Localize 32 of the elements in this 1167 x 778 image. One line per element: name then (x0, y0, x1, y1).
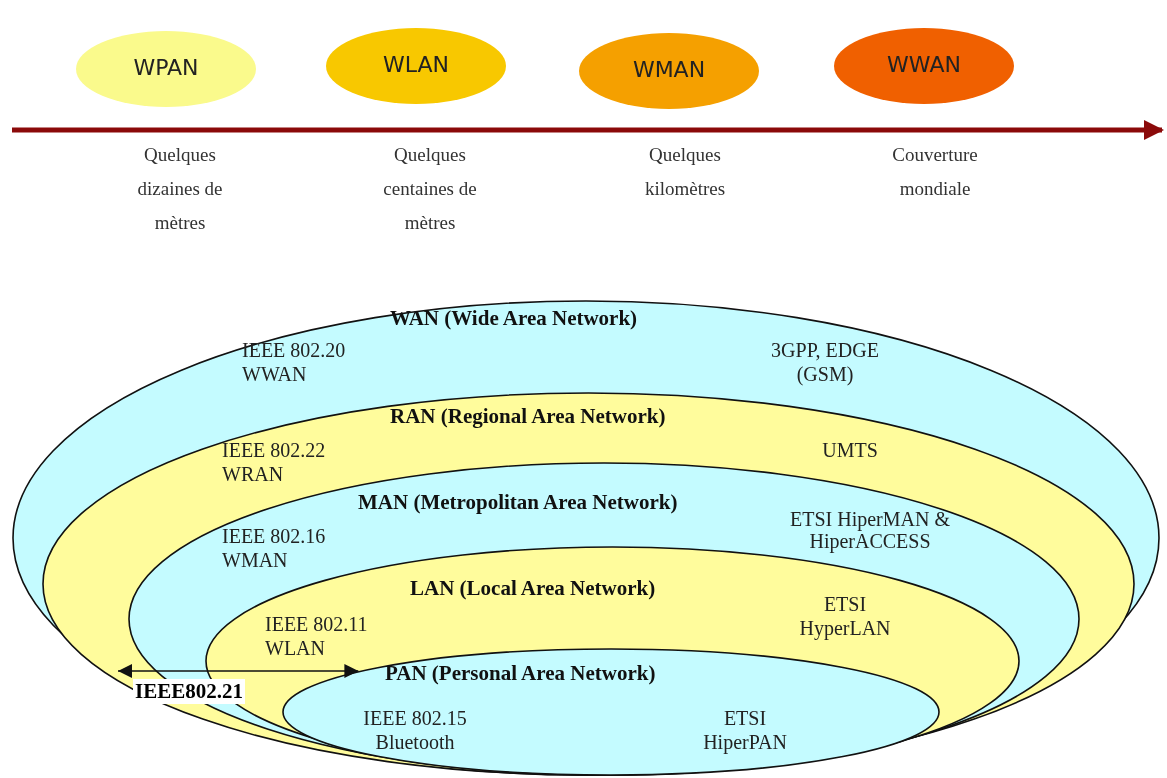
network-title: RAN (Regional Area Network) (390, 404, 666, 428)
range-caption: Couverture mondiale (891, 143, 979, 201)
standard-label: UMTS (821, 438, 879, 462)
network-ellipse (128, 462, 1080, 776)
range-ellipse (578, 32, 760, 110)
network-type-label: WLAN (382, 53, 450, 77)
edge-label: IEEE802.21 (133, 679, 245, 704)
range-caption: Quelques kilomètres (643, 143, 727, 201)
network-title: MAN (Metropolitan Area Network) (358, 490, 678, 514)
network-ellipse (12, 300, 1160, 776)
standard-label: IEEE 802.11 WLAN (265, 612, 369, 660)
range-ellipse (75, 30, 257, 108)
network-ellipse (42, 392, 1135, 776)
standard-label: IEEE 802.20 WWAN (242, 338, 347, 386)
standard-label: ETSI HyperLAN (798, 592, 892, 640)
network-title: LAN (Local Area Network) (410, 576, 656, 600)
range-ellipse (325, 27, 507, 105)
network-title: PAN (Personal Area Network) (385, 661, 656, 685)
range-caption: Quelques dizaines de mètres (136, 143, 224, 235)
double-arrow (117, 664, 360, 678)
network-title: WAN (Wide Area Network) (390, 306, 638, 330)
standard-label: ETSI HiperPAN (702, 706, 788, 754)
standard-label: IEEE 802.16 WMAN (222, 524, 327, 572)
range-caption: Quelques centaines de mètres (382, 143, 478, 235)
standard-label: IEEE 802.22 WRAN (222, 438, 327, 486)
standard-label: ETSI HiperMAN & HiperACCESS (789, 508, 951, 552)
range-ellipse (833, 27, 1015, 105)
network-type-label: WPAN (132, 56, 200, 80)
network-type-label: WMAN (631, 58, 707, 82)
network-type-label: WWAN (886, 53, 962, 77)
standard-label: IEEE 802.15 Bluetooth (362, 706, 468, 754)
standard-label: 3GPP, EDGE (GSM) (770, 338, 880, 386)
